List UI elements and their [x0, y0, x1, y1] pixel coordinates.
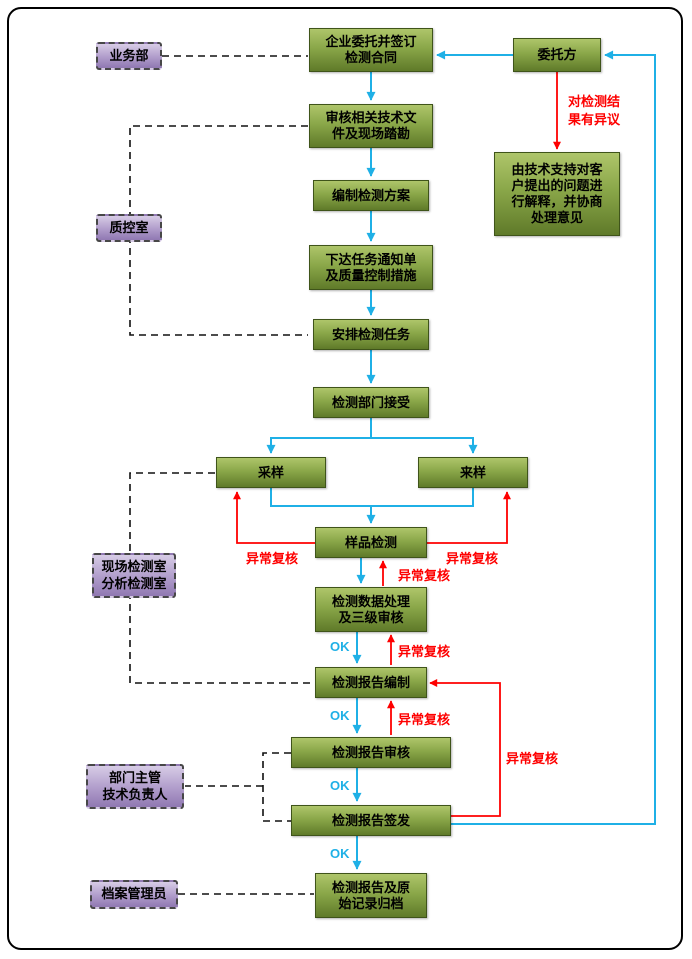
exception-testing-to-incoming	[427, 491, 511, 544]
node-client: 委托方	[513, 38, 601, 72]
node-report-review: 检测报告审核	[291, 737, 451, 768]
outer-border-frame	[7, 7, 683, 950]
node-report-compile: 检测报告编制	[315, 667, 427, 698]
label-abnormal-recheck-1: 异常复核	[246, 551, 299, 566]
label-ok-3: OK	[330, 778, 350, 793]
role-field-labs: 现场检测室 分析检测室	[92, 553, 176, 598]
node-report-issue: 检测报告签发	[291, 805, 451, 836]
node-contract: 企业委托并签订 检测合同	[309, 28, 433, 72]
node-incoming-sample: 来样	[418, 457, 528, 488]
node-plan: 编制检测方案	[313, 180, 429, 211]
node-archive: 检测报告及原 始记录归档	[315, 873, 427, 918]
label-abnormal-recheck-2: 异常复核	[446, 551, 499, 566]
role-archivist: 档案管理员	[90, 880, 178, 909]
label-abnormal-recheck-4: 异常复核	[398, 644, 451, 659]
flow-accept-to-sampling	[266, 418, 372, 454]
node-sample-testing: 样品检测	[315, 527, 427, 558]
flow-sampling-join	[270, 488, 371, 507]
label-ok-4: OK	[330, 846, 350, 861]
flow-accept-to-incoming	[371, 437, 478, 454]
exception-flow-arrows	[233, 72, 561, 817]
role-qc-room: 质控室	[96, 214, 162, 242]
role-manager: 部门主管 技术负责人	[86, 764, 184, 809]
label-abnormal-recheck-3: 异常复核	[398, 568, 451, 583]
node-data-processing: 检测数据处理 及三级审核	[315, 587, 427, 632]
node-arrange: 安排检测任务	[313, 319, 429, 350]
exception-testing-to-sampling	[233, 491, 315, 544]
node-explain: 由技术支持对客 户提出的问题进 行解释，并协商 处理意见	[494, 152, 620, 236]
label-ok-2: OK	[330, 708, 350, 723]
label-abnormal-recheck-6: 异常复核	[506, 751, 559, 766]
role-business-dept: 业务部	[96, 42, 162, 70]
link-manager-bracket	[185, 752, 291, 822]
node-task-notice: 下达任务通知单 及质量控制措施	[309, 245, 433, 290]
flow-issue-to-client	[451, 50, 656, 825]
exception-issue-to-compile	[429, 679, 501, 817]
node-sampling: 采样	[216, 457, 326, 488]
label-objection: 对检测结 果有异议	[567, 94, 620, 127]
label-abnormal-recheck-5: 异常复核	[398, 712, 451, 727]
label-ok-1: OK	[330, 639, 350, 654]
node-accept: 检测部门接受	[313, 387, 429, 418]
flow-incoming-join	[371, 488, 474, 507]
main-flow-arrows	[266, 50, 656, 870]
node-review-docs: 审核相关技术文 件及现场踏勘	[309, 104, 433, 148]
link-field-bracket	[129, 472, 314, 684]
